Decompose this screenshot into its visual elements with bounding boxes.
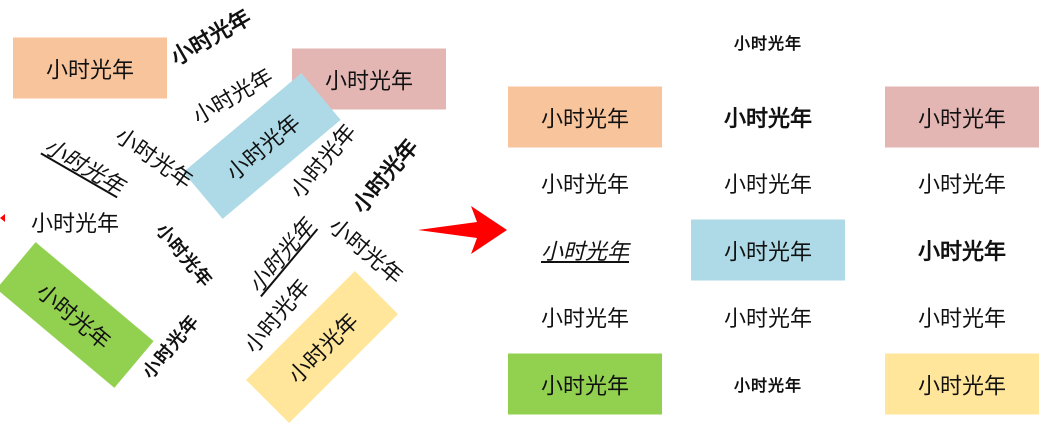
plain-text: 小时光年: [723, 173, 813, 198]
heavy-text: 小时光年: [151, 220, 217, 292]
plain-text: 小时光年: [723, 307, 813, 332]
green-box: 小时光年: [0, 242, 154, 388]
plain-text: 小时光年: [917, 307, 1007, 332]
bold-text: 小时光年: [166, 5, 256, 71]
heavy-text: 小时光年: [733, 376, 803, 395]
orange-box: 小时光年: [13, 37, 167, 99]
orange-box: 小时光年: [508, 86, 662, 148]
plain-text: 小时光年: [540, 173, 630, 198]
arrow-fragment-icon: [0, 214, 5, 222]
blue-box: 小时光年: [691, 219, 845, 281]
yellow-box: 小时光年: [885, 353, 1039, 415]
plain-text: 小时光年: [917, 173, 1007, 198]
plain-text: 小时光年: [323, 214, 408, 290]
underlined-italic-text: 小时光年: [540, 240, 630, 265]
plain-text: 小时光年: [30, 212, 120, 237]
plain-text: 小时光年: [540, 307, 630, 332]
bold-text: 小时光年: [723, 107, 813, 132]
right-arrow-icon: [418, 206, 507, 254]
grid-title: 小时光年: [733, 34, 803, 53]
bold-text: 小时光年: [917, 240, 1007, 265]
green-box: 小时光年: [508, 353, 662, 415]
pink-box: 小时光年: [885, 86, 1039, 148]
